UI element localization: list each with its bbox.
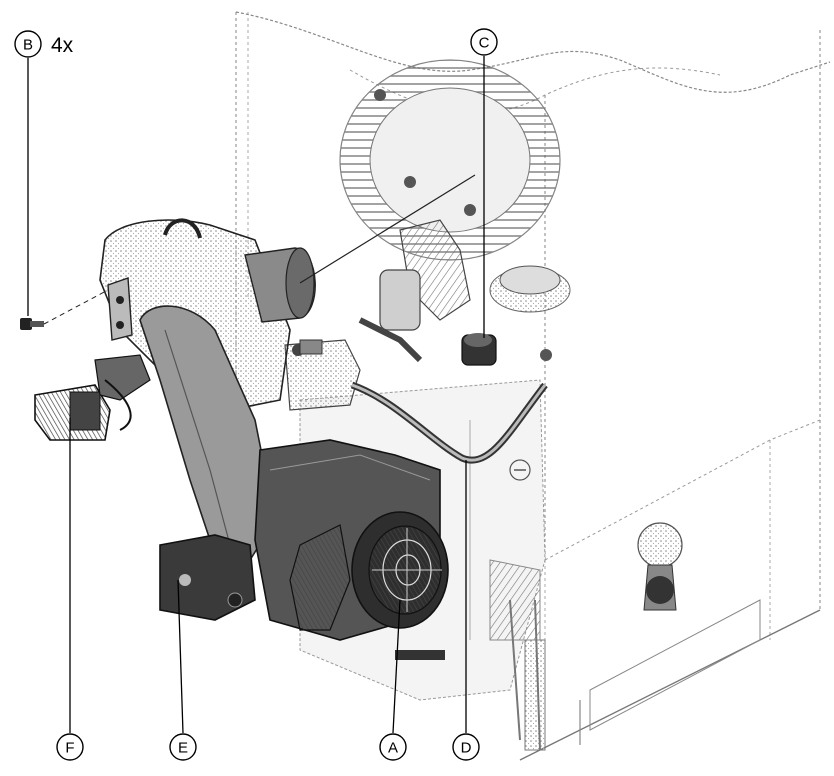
fan-intake-a <box>351 511 449 629</box>
callout-f-label: F <box>65 740 74 757</box>
burner-assembly <box>20 174 476 641</box>
plug-c <box>461 333 497 366</box>
callout-b: B <box>14 30 42 58</box>
callout-e-label: E <box>178 740 188 757</box>
callout-f: F <box>56 733 84 761</box>
leader-lines <box>27 56 485 734</box>
callout-d-label: D <box>461 740 472 757</box>
callout-c-label: C <box>479 35 490 52</box>
ignition-unit-f <box>34 354 151 441</box>
callout-a: A <box>379 733 407 761</box>
callout-b-label: B <box>23 37 33 54</box>
callout-a-label: A <box>388 740 398 757</box>
boiler-cabinet <box>235 11 831 761</box>
callout-c: C <box>470 28 498 56</box>
screw-quantity: 4x <box>51 34 74 57</box>
callout-d: D <box>452 733 480 761</box>
screw-b <box>20 318 44 330</box>
gas-valve-e <box>159 534 256 621</box>
callout-e: E <box>169 733 197 761</box>
